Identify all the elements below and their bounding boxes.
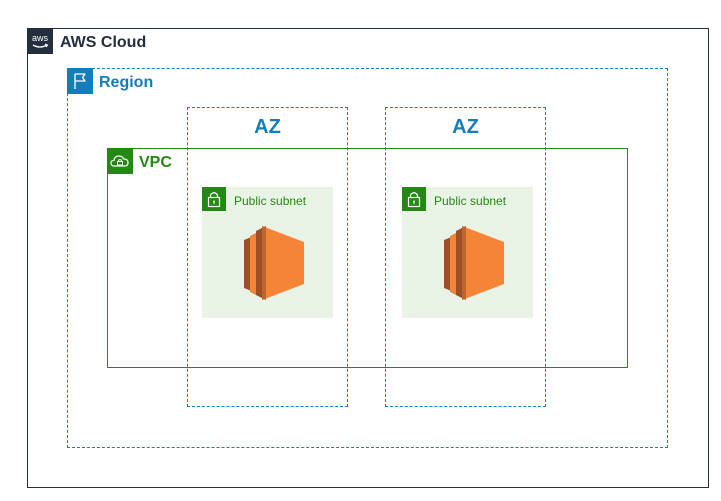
subnet-label: Public subnet <box>234 194 307 208</box>
aws-cloud-group <box>27 28 709 488</box>
aws-logo-icon: aws <box>27 28 53 54</box>
subnet-label: Public subnet <box>434 194 507 208</box>
availability-zone-1: AZ <box>187 107 348 407</box>
padlock-icon <box>202 187 226 211</box>
region-label: Region <box>99 74 154 91</box>
az-label: AZ <box>452 116 479 138</box>
flag-icon <box>67 68 93 94</box>
public-subnet-1: Public subnet <box>202 187 333 318</box>
aws-logo-text: aws <box>32 33 49 43</box>
vpc-group <box>107 148 628 368</box>
availability-zone-2: AZ <box>385 107 546 407</box>
ec2-instance-icon <box>442 224 504 302</box>
vpc-label: VPC <box>139 154 172 171</box>
region-group <box>67 68 668 448</box>
public-subnet-2: Public subnet <box>402 187 533 318</box>
az-label: AZ <box>254 116 281 138</box>
ec2-instance-icon <box>242 224 304 302</box>
aws-cloud-label: AWS Cloud <box>60 34 147 51</box>
padlock-icon <box>402 187 426 211</box>
cloud-lock-icon <box>107 148 133 174</box>
